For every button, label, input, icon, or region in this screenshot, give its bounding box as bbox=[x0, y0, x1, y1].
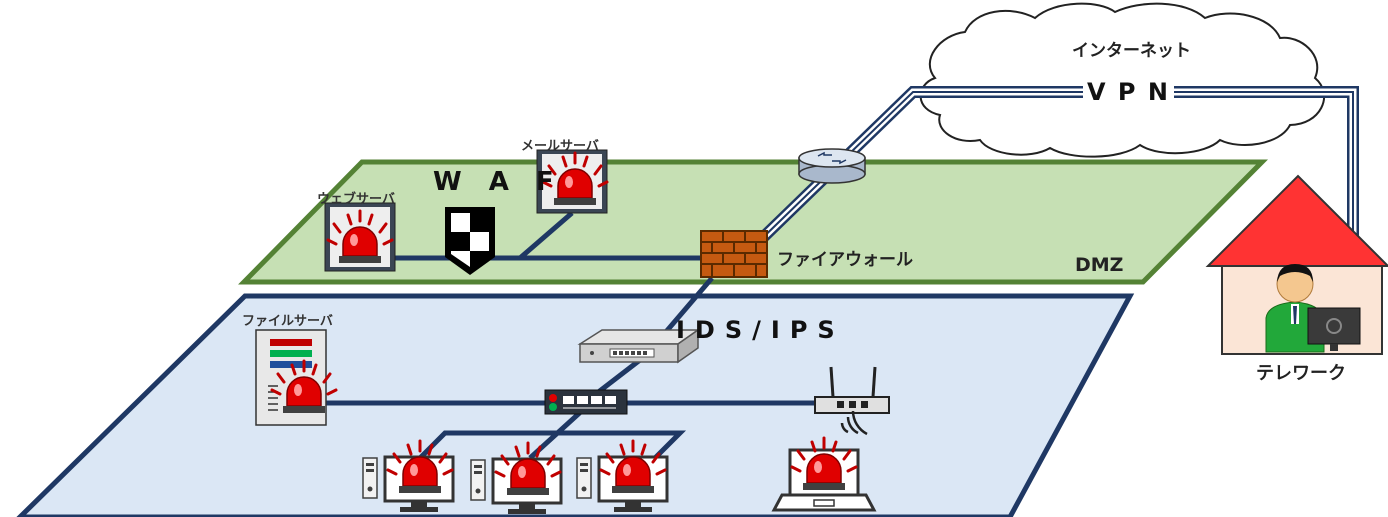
monitor-icon bbox=[1307, 307, 1361, 351]
desktop-pc-icon bbox=[576, 439, 669, 512]
dmz-zone bbox=[238, 159, 1268, 285]
firewall-label: ファイアウォール bbox=[777, 250, 913, 270]
ids-appliance-icon bbox=[577, 328, 701, 364]
file-server-label: ファイルサーバ bbox=[242, 314, 333, 329]
dmz-label: DMZ bbox=[1075, 254, 1124, 276]
web-server-label: ウェブサーバ bbox=[317, 192, 395, 207]
waf-label: W A F bbox=[433, 167, 563, 197]
desktop-pc-icon bbox=[362, 439, 455, 512]
web-server-icon bbox=[324, 202, 396, 272]
mail-server-label: メールサーバ bbox=[521, 139, 599, 154]
vpn-label: V P N bbox=[1083, 78, 1174, 106]
wifi-router-icon bbox=[814, 366, 890, 414]
firewall-icon bbox=[700, 230, 768, 278]
desktop-pc-icon bbox=[470, 441, 563, 514]
ids-ips-label: IDS/IPS bbox=[676, 316, 845, 344]
mail-server-icon bbox=[536, 149, 609, 214]
waf-shield-icon bbox=[445, 207, 495, 275]
wifi-signal-icon bbox=[840, 410, 868, 436]
laptop-icon bbox=[771, 436, 877, 512]
file-server-icon bbox=[255, 329, 338, 426]
telework-label: テレワーク bbox=[1256, 363, 1346, 384]
switch-icon bbox=[544, 389, 628, 415]
internet-label: インターネット bbox=[1072, 41, 1191, 61]
router-icon bbox=[798, 148, 866, 184]
